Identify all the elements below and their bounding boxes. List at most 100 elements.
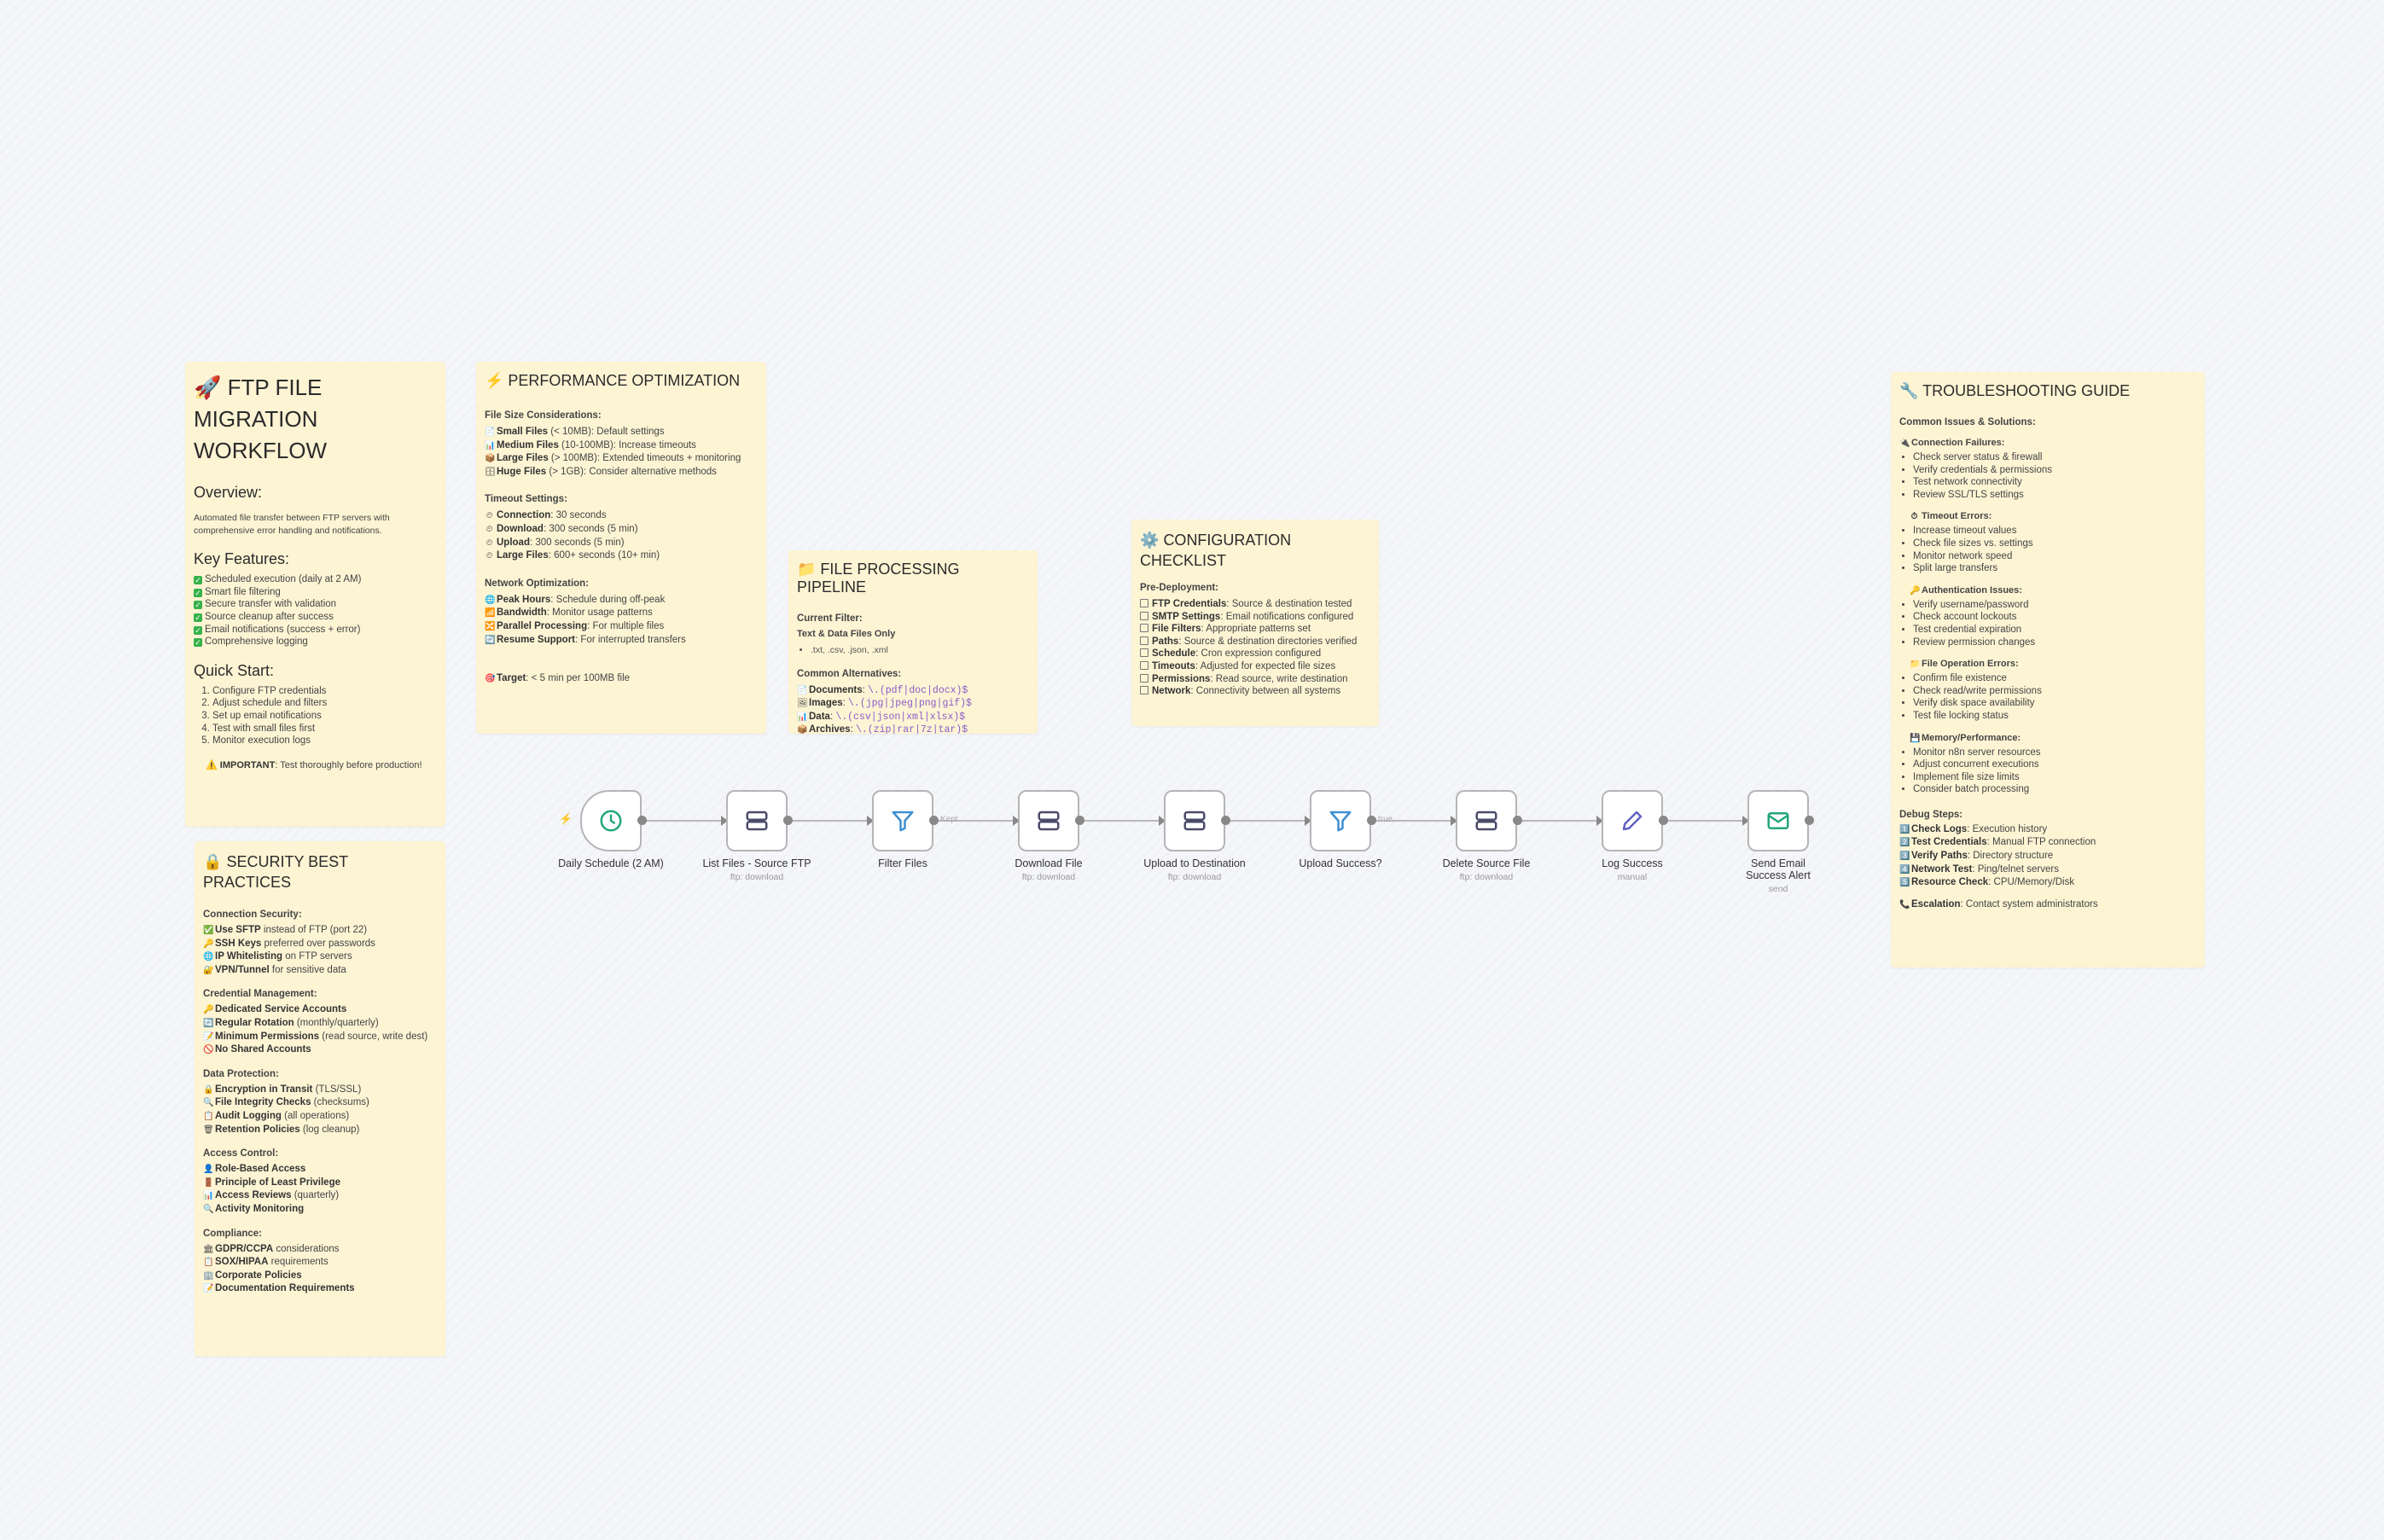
size-item: 📄Small Files (< 10MB): Default settings xyxy=(485,427,665,437)
timeout-item: ⏲Large Files: 600+ seconds (10+ min) xyxy=(486,550,660,561)
issue-item: Review permission changes xyxy=(1913,636,2196,649)
security-item: 🔑Dedicated Service Accounts xyxy=(203,1004,347,1015)
checkbox-icon[interactable] xyxy=(1140,648,1148,658)
security-section-heading: Access Control: xyxy=(203,1148,279,1159)
feature-item: ✓Scheduled execution (daily at 2 AM) xyxy=(194,574,362,585)
node-list-files[interactable] xyxy=(726,790,788,851)
security-item: 🏛GDPR/CCPA considerations xyxy=(203,1243,340,1254)
sticky-note-security[interactable]: 🔒 SECURITY BEST PRACTICES Connection Sec… xyxy=(195,841,445,1357)
connection-line[interactable] xyxy=(792,820,873,822)
node-label: Filter Files xyxy=(878,857,927,869)
security-item: ✅Use SFTP instead of FTP (port 22) xyxy=(203,925,368,935)
important-note: ⚠️ IMPORTANT: Test thoroughly before pro… xyxy=(206,759,422,770)
output-handle[interactable] xyxy=(783,816,793,825)
security-item: 📋Audit Logging (all operations) xyxy=(203,1110,350,1121)
checkbox-icon[interactable] xyxy=(1140,636,1148,645)
clock-icon xyxy=(600,810,622,832)
checkbox-icon[interactable] xyxy=(1140,624,1148,633)
size-item: 📊Medium Files (10-100MB): Increase timeo… xyxy=(485,439,696,450)
node-log-success[interactable] xyxy=(1602,790,1663,851)
node-send-email[interactable] xyxy=(1747,790,1809,851)
node-upload-destination[interactable] xyxy=(1164,790,1225,851)
issue-group-list: Verify username/password Check account l… xyxy=(1899,599,2196,648)
checklist-item[interactable]: FTP Credentials: Source & destination te… xyxy=(1140,598,1370,611)
quickstart-heading: Quick Start: xyxy=(194,661,275,679)
timeout-item: ⏲Download: 300 seconds (5 min) xyxy=(486,523,638,534)
security-section-heading: Data Protection: xyxy=(203,1068,279,1079)
output-handle[interactable] xyxy=(637,816,647,825)
checkbox-icon[interactable] xyxy=(1140,599,1148,607)
features-list: ✓Scheduled execution (daily at 2 AM) ✓Sm… xyxy=(194,573,437,648)
current-filter-heading: Current Filter: xyxy=(797,613,863,624)
issue-item: Confirm file existence xyxy=(1913,672,2196,685)
security-section-heading: Compliance: xyxy=(203,1228,263,1239)
checklist-item[interactable]: Permissions: Read source, write destinat… xyxy=(1140,673,1370,686)
node-download-file[interactable] xyxy=(1018,790,1079,851)
issue-group-list: Monitor n8n server resources Adjust conc… xyxy=(1899,747,2196,796)
debug-heading: Debug Steps: xyxy=(1899,809,1963,820)
issue-item: Test credential expiration xyxy=(1913,624,2196,636)
connection-line[interactable] xyxy=(1229,820,1310,822)
issue-group-list: Confirm file existence Check read/write … xyxy=(1899,672,2196,722)
alternative-item: 📦Archives: \.(zip|rar|7z|tar)$ xyxy=(797,724,968,734)
debug-step: 5️⃣Resource Check: CPU/Memory/Disk xyxy=(1899,877,2075,888)
issue-item: Increase timeout values xyxy=(1913,525,2196,538)
connection-line[interactable] xyxy=(1521,820,1602,822)
checkbox-icon[interactable] xyxy=(1140,673,1148,683)
node-delete-source[interactable] xyxy=(1456,790,1517,851)
network-heading: Network Optimization: xyxy=(485,578,590,589)
checklist-item[interactable]: Schedule: Cron expression configured xyxy=(1140,648,1370,660)
timeout-item: ⏲Connection: 30 seconds xyxy=(486,510,607,521)
security-item: 📊Access Reviews (quarterly) xyxy=(203,1190,340,1201)
node-filter-files[interactable] xyxy=(872,790,933,851)
filter-icon xyxy=(1329,811,1352,832)
output-handle[interactable] xyxy=(1075,816,1084,825)
checkbox-icon[interactable] xyxy=(1140,660,1148,670)
output-handle[interactable] xyxy=(1659,816,1668,825)
feature-item: ✓Secure transfer with validation xyxy=(194,599,337,610)
sticky-note-overview[interactable]: 🚀 FTP FILE MIGRATION WORKFLOW Overview: … xyxy=(185,362,445,827)
node-daily-schedule[interactable] xyxy=(580,790,642,851)
trigger-marker-icon: ⚡ xyxy=(559,812,573,825)
connection-line[interactable] xyxy=(1375,820,1456,822)
arrow-icon xyxy=(1451,816,1457,826)
target-line: 🎯Target: < 5 min per 100MB file xyxy=(485,673,631,684)
node-label: Log Success xyxy=(1602,857,1663,869)
pipeline-title: 📁 FILE PROCESSING PIPELINE xyxy=(797,561,960,596)
checklist-item[interactable]: Network: Connectivity between all system… xyxy=(1140,685,1370,698)
connection-line[interactable] xyxy=(1666,820,1747,822)
security-section-heading: Connection Security: xyxy=(203,909,302,920)
quickstart-step: Adjust schedule and filters xyxy=(212,697,437,710)
sticky-note-performance[interactable]: ⚡ PERFORMANCE OPTIMIZATION File Size Con… xyxy=(476,362,766,734)
connection-line[interactable] xyxy=(937,820,1018,822)
sticky-note-troubleshooting[interactable]: 🔧 TROUBLESHOOTING GUIDE Common Issues & … xyxy=(1891,372,2205,968)
sticky-note-pipeline[interactable]: 📁 FILE PROCESSING PIPELINE Current Filte… xyxy=(788,550,1038,734)
checklist-item[interactable]: Paths: Source & destination directories … xyxy=(1140,636,1370,648)
checklist-item[interactable]: Timeouts: Adjusted for expected file siz… xyxy=(1140,660,1370,673)
output-handle[interactable] xyxy=(1805,816,1814,825)
issue-item: Review SSL/TLS settings xyxy=(1913,489,2196,502)
output-handle[interactable] xyxy=(1367,816,1376,825)
issue-item: Adjust concurrent executions xyxy=(1913,758,2196,771)
connection-line[interactable] xyxy=(1083,820,1164,822)
checkbox-icon[interactable] xyxy=(1140,686,1148,695)
checklist-item[interactable]: SMTP Settings: Email notifications confi… xyxy=(1140,611,1370,624)
node-upload-success[interactable] xyxy=(1310,790,1371,851)
size-item: 🗄Huge Files (> 1GB): Consider alternativ… xyxy=(485,466,717,477)
arrow-icon xyxy=(721,816,728,826)
common-issues-heading: Common Issues & Solutions: xyxy=(1899,417,2036,427)
connection-line[interactable] xyxy=(646,820,727,822)
issue-group-heading: 📁File Operation Errors: xyxy=(1910,659,2019,670)
sticky-note-config[interactable]: ⚙️ CONFIGURATION CHECKLIST Pre-Deploymen… xyxy=(1131,520,1379,726)
checkbox-icon[interactable] xyxy=(1140,611,1148,620)
output-handle[interactable] xyxy=(929,816,939,825)
output-handle[interactable] xyxy=(1221,816,1230,825)
gear-icon: ⚙️ xyxy=(1140,532,1160,549)
output-handle[interactable] xyxy=(1513,816,1522,825)
security-item: 🔐VPN/Tunnel for sensitive data xyxy=(203,964,346,975)
security-item: 🏢Corporate Policies xyxy=(203,1270,302,1281)
filter-icon xyxy=(892,811,914,832)
warning-icon: ⚠️ xyxy=(206,759,218,770)
checklist-item[interactable]: File Filters: Appropriate patterns set xyxy=(1140,623,1370,636)
arrow-icon xyxy=(1013,816,1020,826)
